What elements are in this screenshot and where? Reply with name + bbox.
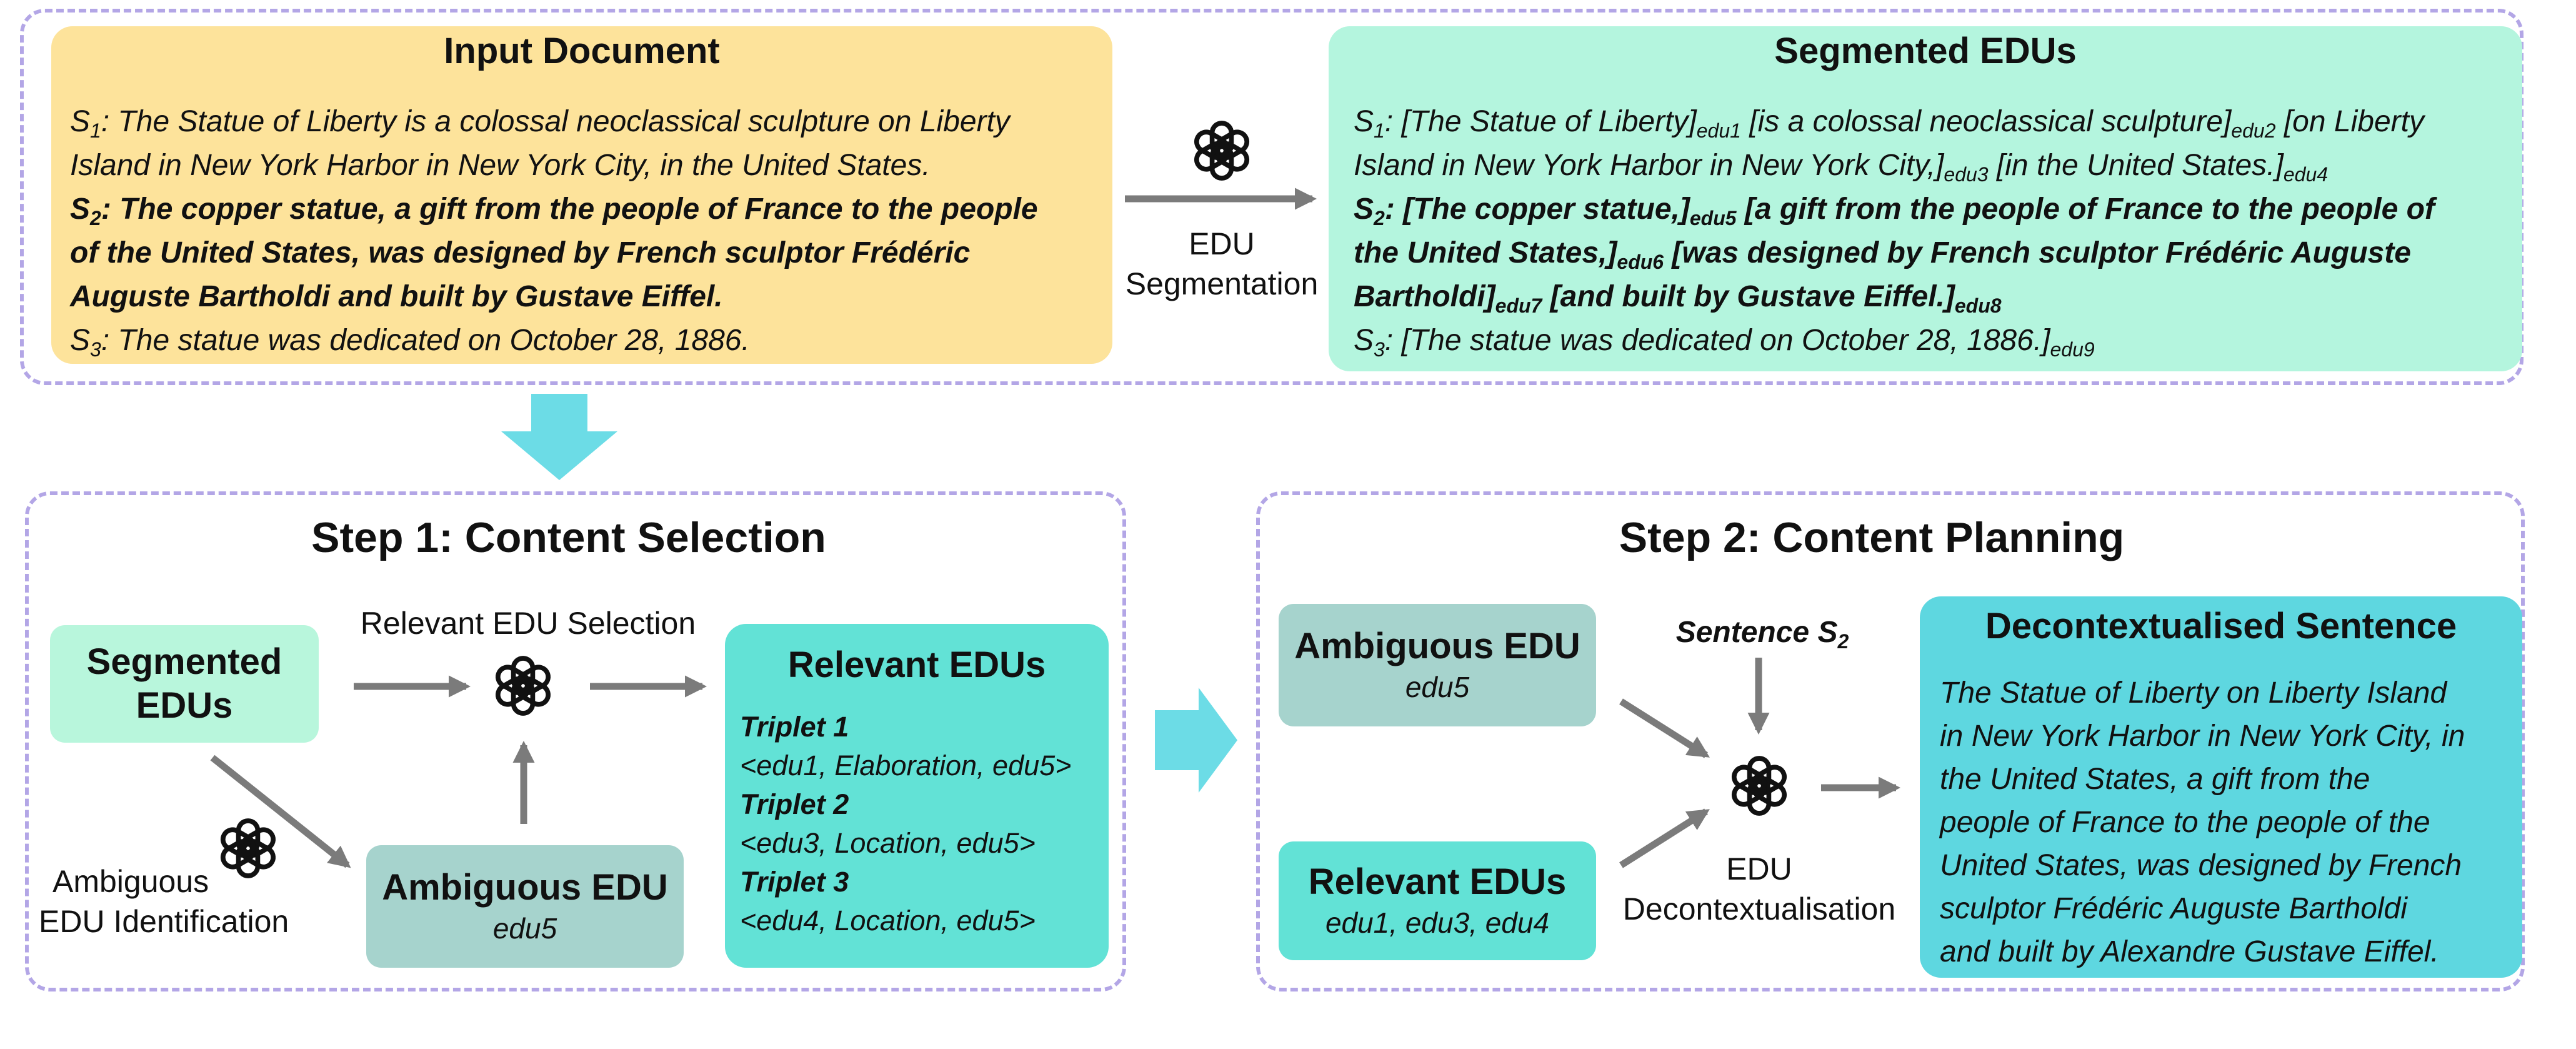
input-document-box: Input Document S1: The Statue of Liberty… [51, 26, 1112, 364]
step1-segmented-edus-box: Segmented EDUs [50, 625, 319, 743]
s3-line: S3: The statue was dedicated on October … [70, 324, 750, 361]
step1-title: Step 1: Content Selection [311, 514, 826, 561]
triplet-list: Triplet 1 <edu1, Elaboration, edu5> Trip… [740, 708, 1071, 940]
openai-logo-icon [1187, 116, 1256, 185]
input-document-title: Input Document [444, 31, 720, 71]
step1-ambiguous-edu-box: Ambiguous EDU edu5 [366, 845, 684, 968]
segmented-edus-title: Segmented EDUs [1774, 31, 2077, 71]
decontextualised-text: The Statue of Liberty on Liberty Island … [1940, 676, 2465, 968]
seg-s2-line1: S2: [The copper statue,]edu5 [a gift fro… [1354, 193, 2435, 229]
ambiguous-edu-identification-label: Ambiguous EDU Identification [39, 864, 289, 939]
triplet-3-value: <edu4, Location, edu5> [740, 905, 1036, 936]
step2-frame [1256, 491, 2525, 991]
triplet-1-name: Triplet 1 [740, 711, 849, 743]
edu-segmentation-label: EDU Segmentation [1125, 226, 1319, 301]
seg-s1-line2: Island in New York Harbor in New York Ci… [1354, 149, 2329, 186]
step1-relevant-edus-box: Relevant EDUs Triplet 1 <edu1, Elaborati… [725, 624, 1109, 968]
step1-relevant-edus-title: Relevant EDUs [787, 645, 1046, 685]
triplet-1-value: <edu1, Elaboration, edu5> [740, 750, 1072, 781]
step1-frame [25, 491, 1126, 991]
s1-line2: Island in New York Harbor in New York Ci… [70, 149, 931, 182]
input-document-text: S1: The Statue of Liberty is a colossal … [70, 100, 1038, 363]
s1-line1: S1: The Statue of Liberty is a colossal … [70, 105, 1010, 142]
step2-ambiguous-edu-box: Ambiguous EDU edu5 [1279, 604, 1596, 726]
flow-right-arrow [1155, 688, 1237, 793]
decontextualised-sentence-box: Decontextualised Sentence The Statue of … [1920, 596, 2522, 978]
triplet-3-name: Triplet 3 [740, 866, 849, 898]
edu-decontextualisation-label: EDU Decontextualisation [1622, 851, 1896, 926]
seg-s2-line2: the United States,]edu6 [was designed by… [1354, 236, 2411, 273]
s2-line1: S2: The copper statue, a gift from the p… [70, 193, 1038, 229]
s2-line2: of the United States, was designed by Fr… [70, 236, 971, 269]
step2-title: Step 2: Content Planning [1619, 514, 2125, 561]
s2-line3: Auguste Bartholdi and built by Gustave E… [70, 280, 723, 313]
triplet-2-name: Triplet 2 [740, 788, 849, 820]
triplet-2-value: <edu3, Location, edu5> [740, 827, 1036, 859]
decontextualised-title: Decontextualised Sentence [1985, 606, 2457, 646]
sentence-s2-label: Sentence S2 [1675, 616, 1849, 653]
openai-logo-icon [489, 651, 557, 720]
seg-s1-line1: S1: [The Statue of Liberty]edu1 [is a co… [1354, 105, 2424, 142]
relevant-edu-selection-label: Relevant EDU Selection [360, 606, 696, 641]
segmented-edus-box: Segmented EDUs S1: [The Statue of Libert… [1329, 26, 2522, 371]
flow-down-arrow [501, 394, 617, 480]
seg-s3-line: S3: [The statue was dedicated on October… [1354, 324, 2095, 361]
step2-relevant-edus-box: Relevant EDUs edu1, edu3, edu4 [1279, 841, 1596, 960]
openai-logo-icon [1725, 751, 1794, 820]
seg-s2-line3: Bartholdi]edu7 [and built by Gustave Eif… [1354, 280, 2002, 317]
segmented-edus-text: S1: [The Statue of Liberty]edu1 [is a co… [1354, 100, 2435, 363]
